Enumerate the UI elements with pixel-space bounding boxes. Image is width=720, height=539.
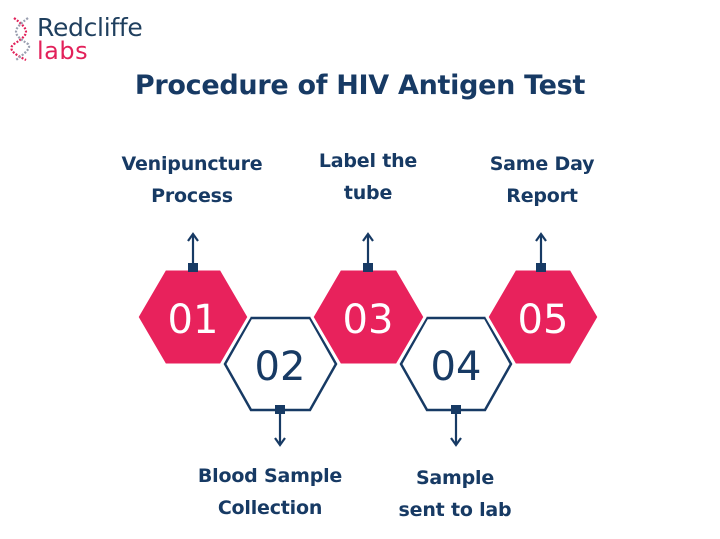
arrow-down-icon xyxy=(450,405,462,447)
step-04-label-line2: sent to lab xyxy=(398,499,512,521)
step-01-label-line1: Venipuncture xyxy=(121,153,263,175)
step-03-label-line2: tube xyxy=(343,182,393,204)
step-05-number: 05 xyxy=(518,297,569,343)
brand-name: Redcliffe xyxy=(37,13,143,42)
step-05-label: Same Day Report xyxy=(442,148,642,212)
step-05-hexagon: 05 xyxy=(485,267,601,367)
step-05-label-line2: Report xyxy=(506,185,578,207)
step-03-hexagon: 03 xyxy=(310,267,427,367)
brand-subname: labs xyxy=(37,37,89,65)
step-01-number: 01 xyxy=(168,297,219,343)
step-02-label-line1: Blood Sample xyxy=(197,465,343,487)
step-02-number: 02 xyxy=(255,344,306,390)
arrow-up-icon xyxy=(535,232,547,272)
page-title: Procedure of HIV Antigen Test xyxy=(134,70,586,101)
arrow-down-icon xyxy=(274,405,286,447)
step-01-label: Venipuncture Process xyxy=(92,148,292,212)
step-04-label: Sample sent to lab xyxy=(355,462,555,526)
step-01-hexagon: 01 xyxy=(135,267,251,367)
step-05-label-line1: Same Day xyxy=(489,153,595,175)
dna-icon xyxy=(10,17,31,61)
step-02-label-line2: Collection xyxy=(217,497,323,519)
brand-logo: Redcliffe labs xyxy=(10,12,160,65)
step-04-label-line1: Sample xyxy=(415,467,495,489)
step-02-label: Blood Sample Collection xyxy=(170,460,370,524)
step-02-hexagon: 02 xyxy=(223,316,338,412)
step-04-number: 04 xyxy=(431,344,482,390)
step-04-hexagon: 04 xyxy=(399,316,513,412)
step-03-label-line1: Label the xyxy=(318,150,418,172)
step-03-label: Label the tube xyxy=(268,145,468,209)
step-01-label-line2: Process xyxy=(151,185,233,207)
step-03-number: 03 xyxy=(343,297,394,343)
arrow-up-icon xyxy=(362,232,374,272)
arrow-up-icon xyxy=(187,232,199,272)
